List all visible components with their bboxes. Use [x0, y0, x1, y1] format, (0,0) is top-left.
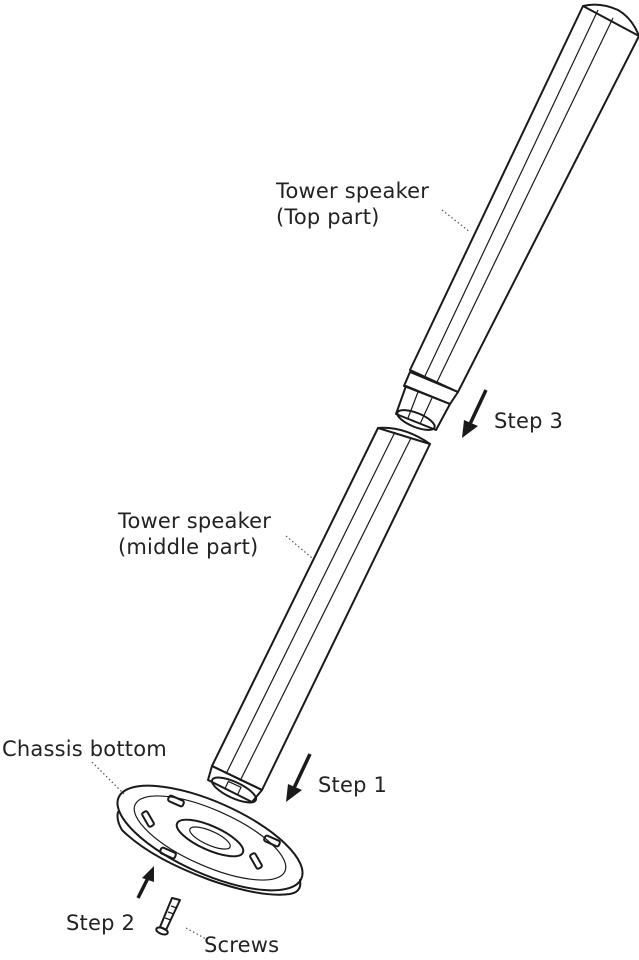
- label-chassis-bottom: Chassis bottom: [2, 737, 167, 761]
- label-tower-middle: Tower speaker (middle part): [118, 508, 271, 560]
- tower-top-part: [395, 3, 639, 431]
- step3-arrow: [462, 389, 488, 438]
- step1-arrow: [286, 753, 312, 802]
- label-tower-middle-line2: (middle part): [118, 535, 259, 559]
- step2-arrow: [136, 866, 154, 899]
- tower-middle-part: [207, 426, 431, 804]
- label-step1: Step 1: [318, 773, 388, 797]
- label-tower-top-line1: Tower speaker: [276, 179, 430, 203]
- label-step3: Step 3: [494, 409, 564, 433]
- label-screws: Screws: [204, 933, 280, 957]
- leader-screws: [185, 927, 209, 941]
- chassis-bottom-plate: [116, 784, 304, 896]
- label-tower-top-line2: (Top part): [276, 205, 380, 229]
- leader-chassis: [91, 761, 125, 795]
- leader-tower-middle: [285, 535, 313, 559]
- label-step2: Step 2: [66, 911, 136, 935]
- label-tower-middle-line1: Tower speaker: [118, 509, 272, 533]
- screw: [155, 897, 181, 936]
- leader-tower-top: [441, 209, 471, 233]
- label-tower-top: Tower speaker (Top part): [276, 178, 429, 230]
